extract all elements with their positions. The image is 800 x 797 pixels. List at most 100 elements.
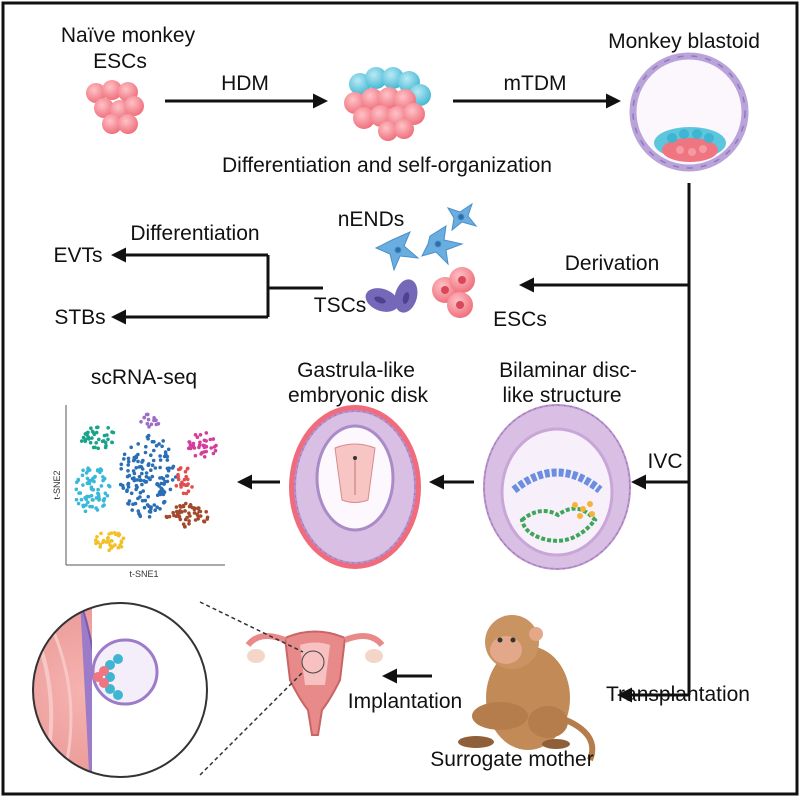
tsne-point-cluster-3 [152,448,156,453]
tsne-point-cluster-0 [89,426,93,431]
tsne-point-cluster-3 [134,487,138,492]
tsne-point-cluster-0 [88,440,93,445]
tsne-point-cluster-2 [191,441,196,446]
tsne-point-cluster-0 [83,437,88,442]
tsne-point-cluster-4 [76,501,81,506]
tsne-point-cluster-7 [110,539,114,543]
bilaminar-disk-icon [483,404,631,570]
tsne-point-cluster-4 [84,503,88,507]
tsne-point-cluster-7 [121,536,126,541]
tsne-scatter-icon [65,405,225,566]
tsne-point-cluster-3 [134,454,138,459]
tsne-point-cluster-0 [106,426,110,430]
tsne-point-cluster-3 [138,490,143,495]
tsne-point-cluster-3 [140,467,145,471]
tsne-point-cluster-4 [87,468,92,472]
tsne-point-cluster-3 [134,466,138,470]
tsne-point-cluster-3 [157,442,161,446]
blastoid-ring-icon [629,52,749,172]
tsne-point-cluster-4 [79,497,84,502]
tsne-point-cluster-6 [178,504,182,508]
tsne-point-cluster-6 [185,515,189,520]
tsne-point-cluster-2 [202,438,207,443]
tsne-point-cluster-3 [120,483,125,488]
diff-self-org-label: Differentiation and self-organization [222,154,552,177]
tsne-point-cluster-7 [99,531,103,536]
tsne-point-cluster-3 [152,503,157,507]
tsne-point-cluster-0 [86,430,90,435]
tsne-point-cluster-2 [211,437,216,441]
naive-label-1: Naïve monkey [61,24,196,47]
tsne-point-cluster-2 [193,433,198,437]
tsne-point-cluster-3 [129,445,133,450]
tsne-point-cluster-0 [110,430,114,434]
tsne-point-cluster-2 [213,448,218,453]
tsne-point-cluster-5 [184,491,189,496]
tsne-point-cluster-4 [102,476,107,481]
tsne-point-cluster-2 [192,446,197,450]
tsne-point-cluster-3 [125,489,129,494]
tsne-point-cluster-5 [180,480,184,485]
gastrula-label-2: embryonic disk [288,384,429,407]
tsne-point-cluster-6 [202,519,207,524]
tsne-point-cluster-7 [116,545,121,550]
tsne-point-cluster-4 [92,475,96,480]
tsne-point-cluster-3 [158,465,162,470]
tsne-point-cluster-5 [182,477,187,482]
tsne-point-cluster-3 [126,469,130,473]
ivc-label: IVC [647,450,682,473]
tsne-point-cluster-4 [92,479,96,484]
tsne-point-cluster-3 [126,485,131,489]
stbs-label: STBs [54,306,105,329]
tsne-point-cluster-4 [96,468,100,472]
tsne-point-cluster-3 [170,466,175,470]
tsne-point-cluster-3 [148,477,152,482]
tsne-point-cluster-0 [79,439,84,443]
tsne-point-cluster-4 [97,494,101,499]
monkey-icon [458,615,596,762]
tsne-point-cluster-6 [205,517,209,521]
hdm-label: HDM [221,72,269,95]
tsne-point-cluster-4 [80,473,85,478]
tsne-point-cluster-3 [141,489,145,493]
tsne-point-cluster-3 [125,474,130,479]
tsne-point-cluster-6 [188,514,192,518]
tsne-point-cluster-3 [145,435,150,439]
tsne-point-cluster-3 [170,478,175,482]
tsne-point-cluster-4 [81,503,85,508]
tsne-point-cluster-1 [146,417,151,422]
tsne-point-cluster-3 [119,462,124,467]
tsne-point-cluster-7 [98,545,102,549]
tsne-point-cluster-5 [186,477,190,482]
bilaminar-label-2: like structure [502,384,621,407]
tsne-point-cluster-6 [183,509,187,513]
tsne-point-cluster-3 [149,505,153,510]
tsne-point-cluster-1 [139,420,143,424]
tsne-point-cluster-3 [140,482,144,487]
tsne-point-cluster-1 [154,422,159,427]
tsne-point-cluster-7 [107,540,111,544]
tsne-point-cluster-2 [209,446,213,450]
tsne-point-cluster-3 [142,479,146,483]
tsne-point-cluster-2 [200,450,204,455]
nends-label: nENDs [338,208,405,231]
tsne-point-cluster-3 [129,491,134,496]
tsne-point-cluster-3 [119,467,123,471]
tsne-point-cluster-0 [96,446,100,451]
tsne-point-cluster-3 [155,493,160,498]
tsne-point-cluster-3 [149,468,153,473]
tsne-point-cluster-4 [89,493,94,498]
tsne-point-cluster-3 [143,450,148,455]
tsne-point-cluster-5 [176,472,180,477]
tsne-point-cluster-4 [84,497,88,502]
tsne-point-cluster-4 [76,478,80,483]
naive-label-2: ESCs [93,50,147,73]
tsne-point-cluster-3 [167,466,171,471]
tsne-point-cluster-4 [99,468,104,473]
tsne-point-cluster-7 [113,543,117,547]
tsne-point-cluster-4 [74,487,79,492]
implantation-label: Implantation [348,690,462,713]
tsne-point-cluster-4 [90,498,95,502]
tsne-point-cluster-3 [168,487,173,492]
tsne-point-cluster-4 [84,471,89,475]
